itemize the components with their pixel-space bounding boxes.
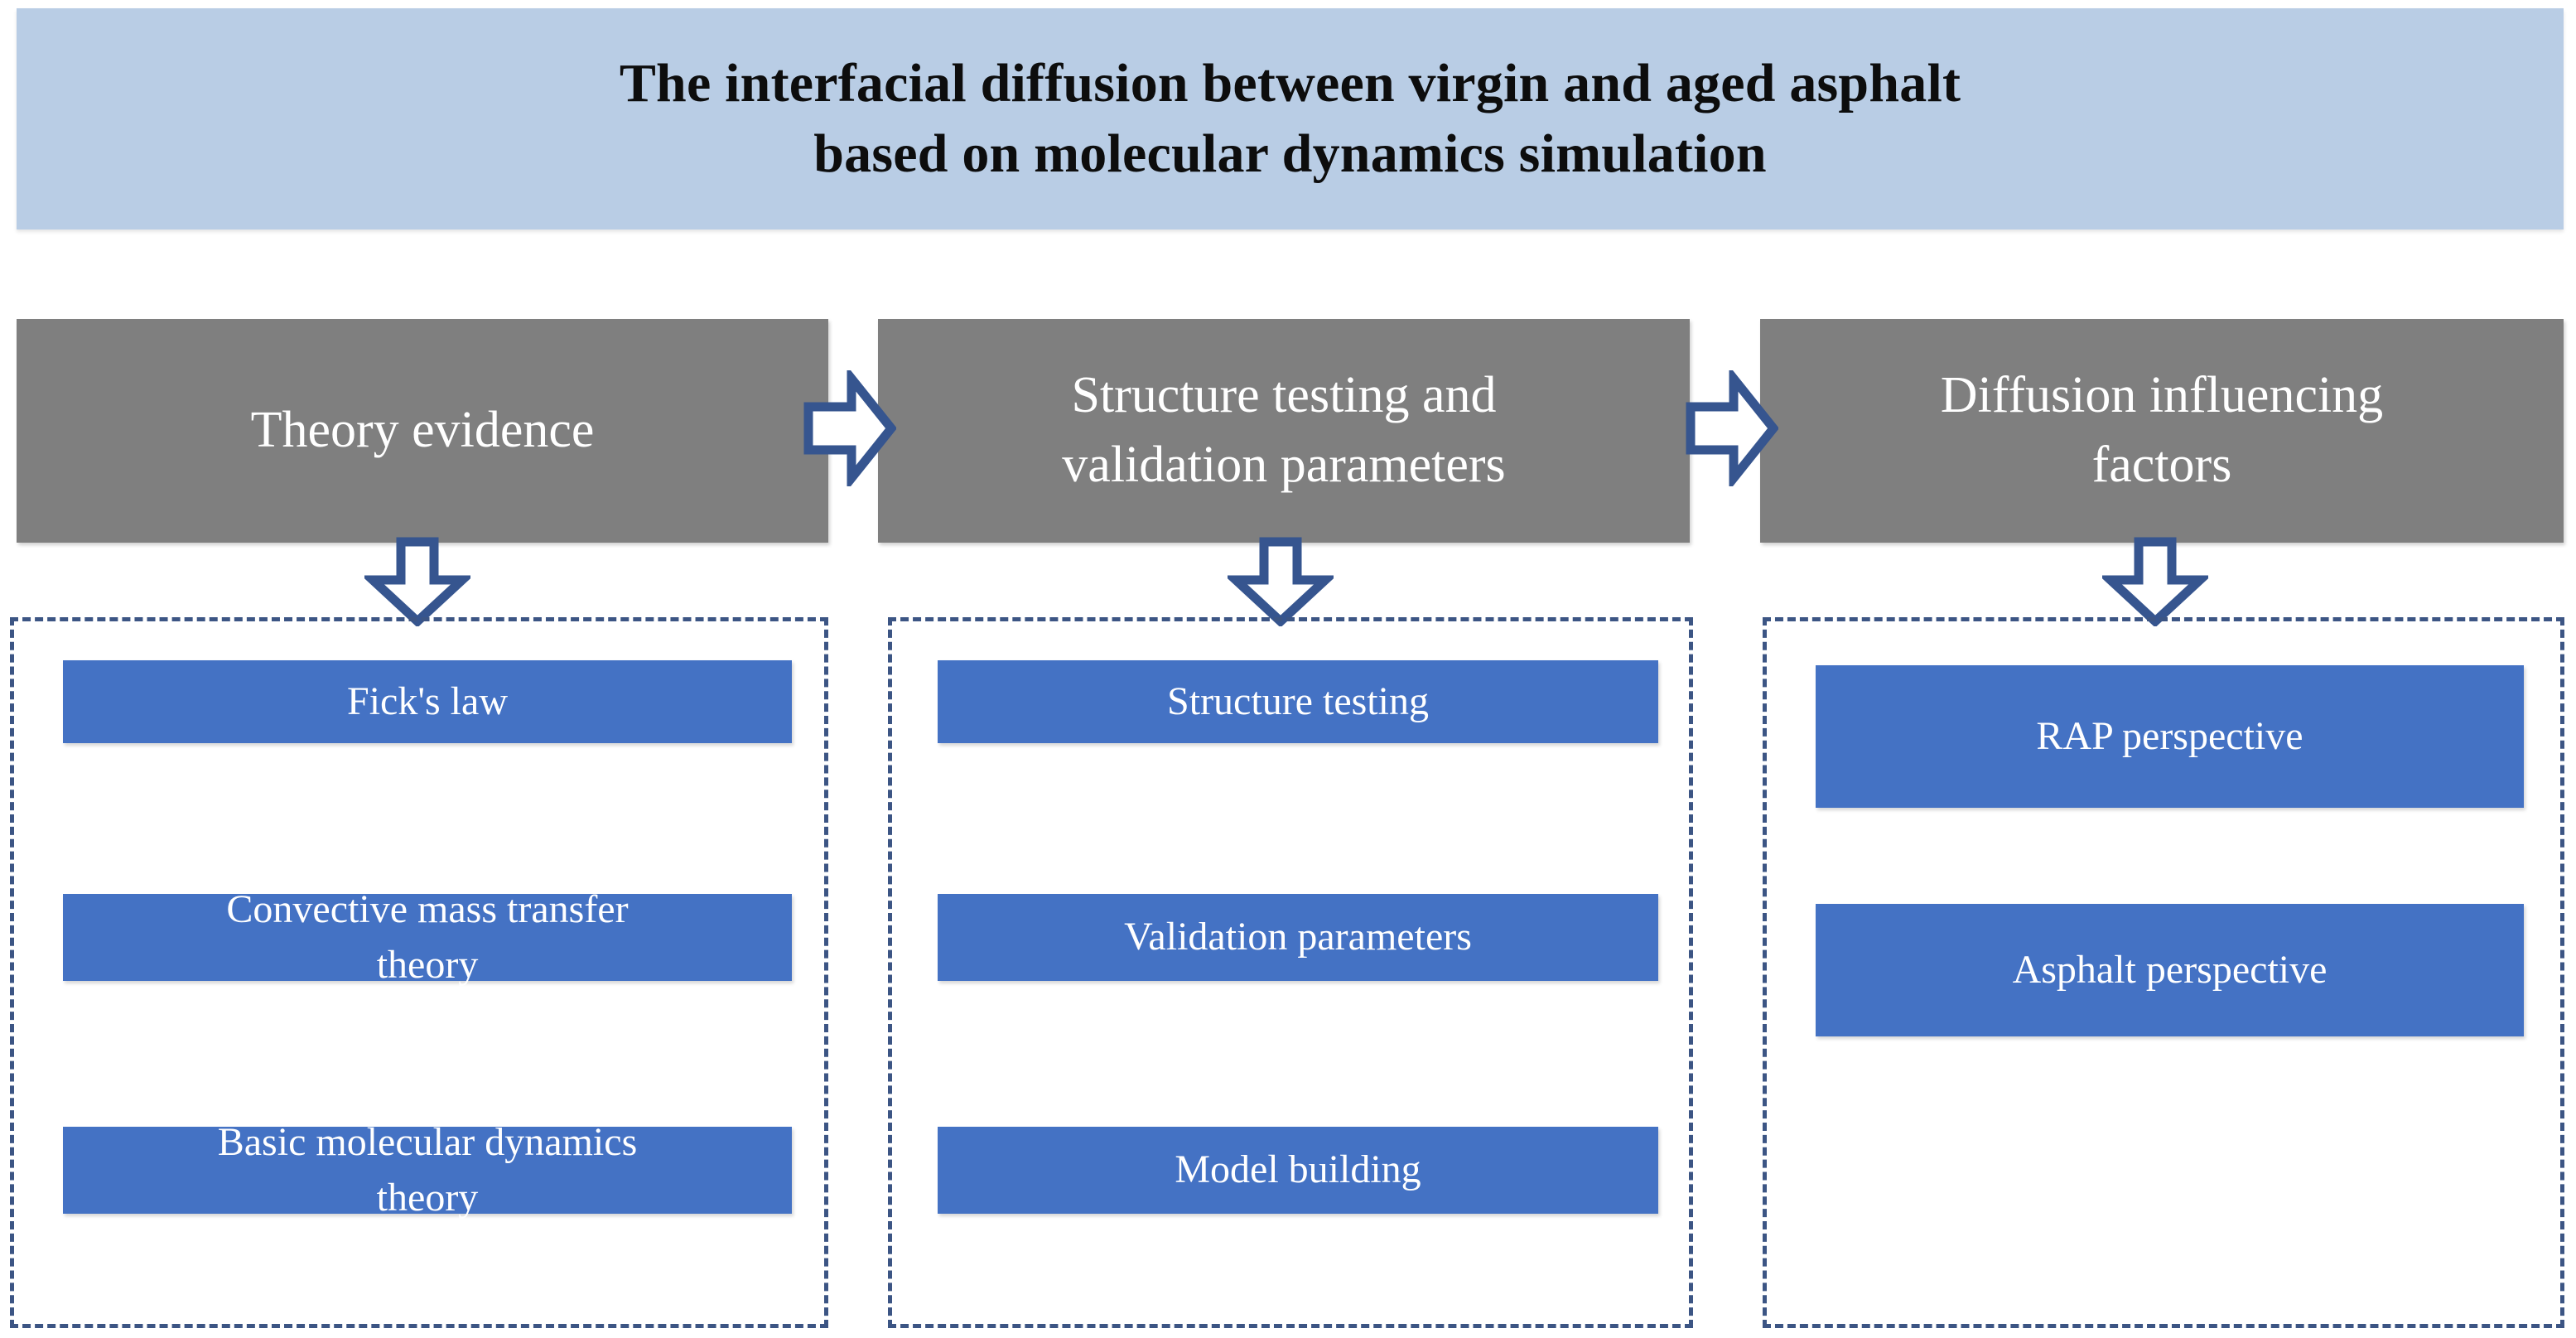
item-label: Validation parameters: [1124, 915, 1472, 959]
stage-header-label: Diffusion influencing factors: [1940, 367, 2384, 493]
title-banner: The interfacial diffusion between virgin…: [17, 8, 2564, 229]
item-validation-parameters[interactable]: Validation parameters: [938, 894, 1658, 981]
item-label: Basic molecular dynamics theory: [217, 1120, 638, 1220]
stage-header-structure[interactable]: Structure testing and validation paramet…: [878, 319, 1690, 543]
item-convective-mass-transfer-theory[interactable]: Convective mass transfer theory: [63, 887, 792, 987]
arrow-right-icon: [803, 370, 896, 486]
stage-group-factors: [1763, 617, 2564, 1328]
stage-header-label: Structure testing and validation paramet…: [1062, 367, 1506, 493]
stage-header-label: Theory evidence: [250, 402, 595, 459]
stage-header-theory[interactable]: Theory evidence: [17, 319, 828, 543]
item-label: Model building: [1175, 1147, 1421, 1192]
item-structure-testing[interactable]: Structure testing: [938, 660, 1658, 743]
stage-header-factors[interactable]: Diffusion influencing factors: [1760, 319, 2564, 543]
item-label: Structure testing: [1167, 679, 1429, 723]
item-asphalt-perspective[interactable]: Asphalt perspective: [1816, 904, 2524, 1036]
item-basic-molecular-dynamics-theory[interactable]: Basic molecular dynamics theory: [63, 1120, 792, 1220]
item-label: Fick's law: [347, 679, 508, 723]
page-title: The interfacial diffusion between virgin…: [619, 53, 1961, 184]
item-label: Asphalt perspective: [2012, 947, 2328, 992]
item-label: Convective mass transfer theory: [226, 887, 629, 987]
stage-group-structure: [888, 617, 1693, 1328]
item-label: RAP perspective: [2036, 713, 2303, 758]
item-ficks-law[interactable]: Fick's law: [63, 660, 792, 743]
arrow-down-icon: [2102, 537, 2208, 626]
arrow-down-icon: [364, 537, 470, 626]
arrow-right-icon: [1686, 370, 1778, 486]
stage-group-theory: [10, 617, 828, 1328]
item-model-building[interactable]: Model building: [938, 1127, 1658, 1214]
item-rap-perspective[interactable]: RAP perspective: [1816, 665, 2524, 808]
arrow-down-icon: [1228, 537, 1334, 626]
